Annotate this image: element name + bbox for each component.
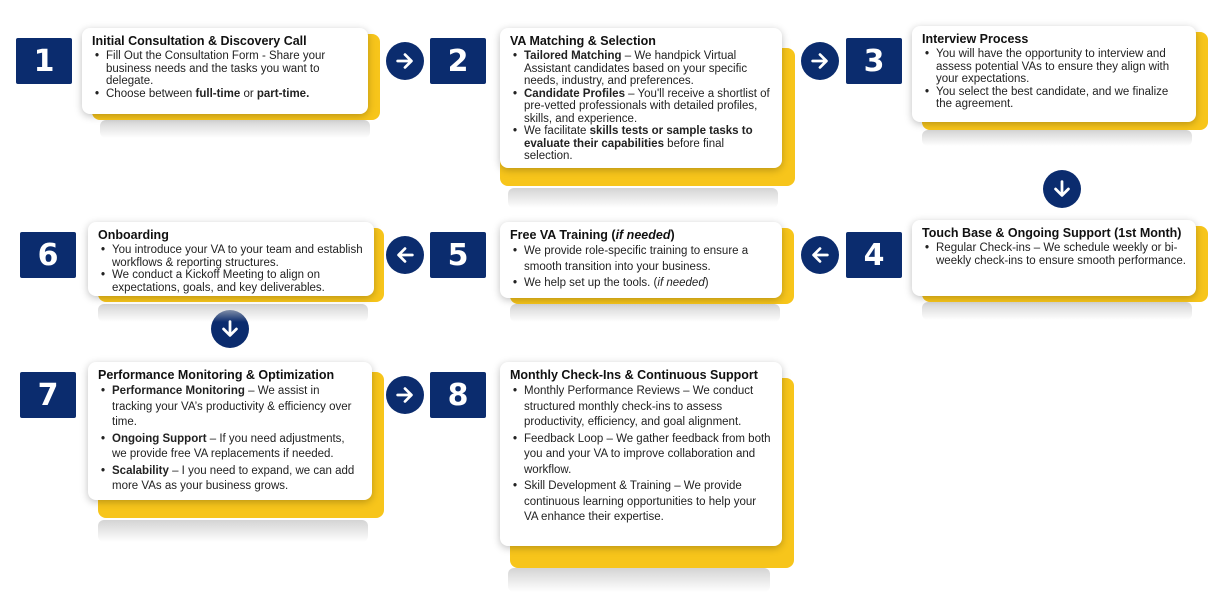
step-title: Monthly Check-Ins & Continuous Support xyxy=(510,368,758,382)
bold-text: part-time. xyxy=(256,87,310,100)
step-number-badge-2: 2 xyxy=(430,38,486,84)
step-title: VA Matching & Selection xyxy=(510,34,656,48)
arrow-right-icon xyxy=(801,42,839,80)
text-segment: We conduct a Kickoff Meeting to align on… xyxy=(112,269,325,294)
step-card-8: Monthly Check-Ins & Continuous Support M… xyxy=(500,362,800,594)
bullet-item: We help set up the tools. (if needed) xyxy=(510,276,772,292)
bullet-item: You introduce your VA to your team and e… xyxy=(98,244,364,269)
text-segment: – We handpick Virtual Assistant candidat… xyxy=(524,50,748,87)
step-number-badge-3: 3 xyxy=(846,38,902,84)
arrow-left-icon xyxy=(386,236,424,274)
bullet-item: You will have the opportunity to intervi… xyxy=(922,48,1186,86)
text-segment: We provide role-specific training to ens… xyxy=(524,245,749,273)
step-title: Free VA Training (if needed) xyxy=(510,228,772,243)
text-segment: – If you need adjustments, we provide fr… xyxy=(112,432,345,461)
bold-text: Tailored Matching xyxy=(524,50,622,62)
step-bullet-list: Regular Check-ins – We schedule weekly o… xyxy=(922,242,1186,267)
bold-text: full-time xyxy=(195,87,241,100)
bullet-item: Candidate Profiles – You'll receive a sh… xyxy=(510,88,772,126)
text-segment: Fill Out the Consultation Form - Share y… xyxy=(106,50,326,87)
italic-text: if needed xyxy=(657,277,705,289)
text-segment: You select the best candidate, and we fi… xyxy=(936,85,1169,111)
text-segment: Free VA Training ( xyxy=(510,228,616,242)
step-card-6: Onboarding You introduce your VA to your… xyxy=(88,222,388,322)
bullet-item: Regular Check-ins – We schedule weekly o… xyxy=(922,242,1186,267)
step-title: Initial Consultation & Discovery Call xyxy=(92,34,307,48)
step-bullet-list: We provide role-specific training to ens… xyxy=(510,244,772,292)
step-title: Onboarding xyxy=(98,228,169,242)
text-segment: – I you need to expand, we can add more … xyxy=(112,464,355,493)
text-segment: or xyxy=(240,87,257,100)
text-segment: We help set up the tools. ( xyxy=(524,277,658,289)
step-title: Interview Process xyxy=(922,32,1029,46)
bullet-item: Performance Monitoring – We assist in tr… xyxy=(98,384,362,431)
step-number-badge-4: 4 xyxy=(846,232,902,278)
step-title: Performance Monitoring & Optimization xyxy=(98,368,335,382)
bold-text: Candidate Profiles xyxy=(524,87,625,100)
arrow-down-icon xyxy=(1043,170,1081,208)
step-number-badge-5: 5 xyxy=(430,232,486,278)
text-segment: You will have the opportunity to intervi… xyxy=(936,48,1170,85)
text-segment: You introduce your VA to your team and e… xyxy=(112,244,363,269)
text-segment: Choose between xyxy=(106,87,196,100)
bold-text: Ongoing Support xyxy=(112,432,207,445)
italic-text: if needed xyxy=(615,228,671,242)
bullet-item: Fill Out the Consultation Form - Share y… xyxy=(92,50,358,88)
bullet-item: We conduct a Kickoff Meeting to align on… xyxy=(98,269,364,294)
text-segment: Feedback Loop – We gather feedback from … xyxy=(524,432,771,476)
bold-text: skills tests or sample tasks to evaluate… xyxy=(524,125,753,150)
bold-text: Performance Monitoring xyxy=(112,385,245,397)
step-number-badge-6: 6 xyxy=(20,232,76,278)
arrow-right-icon xyxy=(386,376,424,414)
bullet-item: We facilitate skills tests or sample tas… xyxy=(510,125,772,163)
step-number-badge-1: 1 xyxy=(16,38,72,84)
step-card-7: Performance Monitoring & Optimization Pe… xyxy=(88,362,388,542)
bullet-item: We provide role-specific training to ens… xyxy=(510,244,772,275)
bullet-item: Feedback Loop – We gather feedback from … xyxy=(510,432,772,479)
step-bullet-list: Fill Out the Consultation Form - Share y… xyxy=(92,50,358,100)
step-card-4: Touch Base & Ongoing Support (1st Month)… xyxy=(912,220,1212,320)
step-title: Touch Base & Ongoing Support (1st Month) xyxy=(922,226,1182,240)
text-segment: We facilitate xyxy=(524,125,590,137)
arrow-left-icon xyxy=(801,236,839,274)
bullet-item: Scalability – I you need to expand, we c… xyxy=(98,464,362,495)
bullet-item: Ongoing Support – If you need adjustment… xyxy=(98,432,362,463)
text-segment: ) xyxy=(670,228,675,242)
step-bullet-list: Tailored Matching – We handpick Virtual … xyxy=(510,50,772,163)
bullet-item: Monthly Performance Reviews – We conduct… xyxy=(510,384,772,431)
step-number-badge-8: 8 xyxy=(430,372,486,418)
text-segment: Skill Development & Training – We provid… xyxy=(524,480,757,523)
bullet-item: Choose between full-time or part-time. xyxy=(92,88,358,101)
step-bullet-list: Monthly Performance Reviews – We conduct… xyxy=(510,384,772,526)
step-card-2: VA Matching & Selection Tailored Matchin… xyxy=(500,28,800,208)
step-card-3: Interview Process You will have the oppo… xyxy=(912,26,1212,146)
step-card-5: Free VA Training (if needed) We provide … xyxy=(500,222,800,322)
text-segment: Regular Check-ins – We schedule weekly o… xyxy=(936,242,1186,267)
bold-text: Scalability xyxy=(112,464,169,477)
text-segment: Monthly Performance Reviews – We conduct… xyxy=(524,385,754,428)
bullet-item: Tailored Matching – We handpick Virtual … xyxy=(510,50,772,88)
text-segment: – We assist in tracking your VA’s produc… xyxy=(112,385,352,428)
bullet-item: Skill Development & Training – We provid… xyxy=(510,479,772,526)
step-bullet-list: Performance Monitoring – We assist in tr… xyxy=(98,384,362,495)
bullet-item: You select the best candidate, and we fi… xyxy=(922,86,1186,111)
step-number-badge-7: 7 xyxy=(20,372,76,418)
step-card-1: Initial Consultation & Discovery Call Fi… xyxy=(82,28,382,138)
step-bullet-list: You introduce your VA to your team and e… xyxy=(98,244,364,294)
step-bullet-list: You will have the opportunity to intervi… xyxy=(922,48,1186,111)
arrow-right-icon xyxy=(386,42,424,80)
text-segment: ) xyxy=(704,277,709,289)
text-segment: before final selection. xyxy=(524,137,725,163)
text-segment: – You'll receive a shortlist of pre-vett… xyxy=(524,87,770,125)
